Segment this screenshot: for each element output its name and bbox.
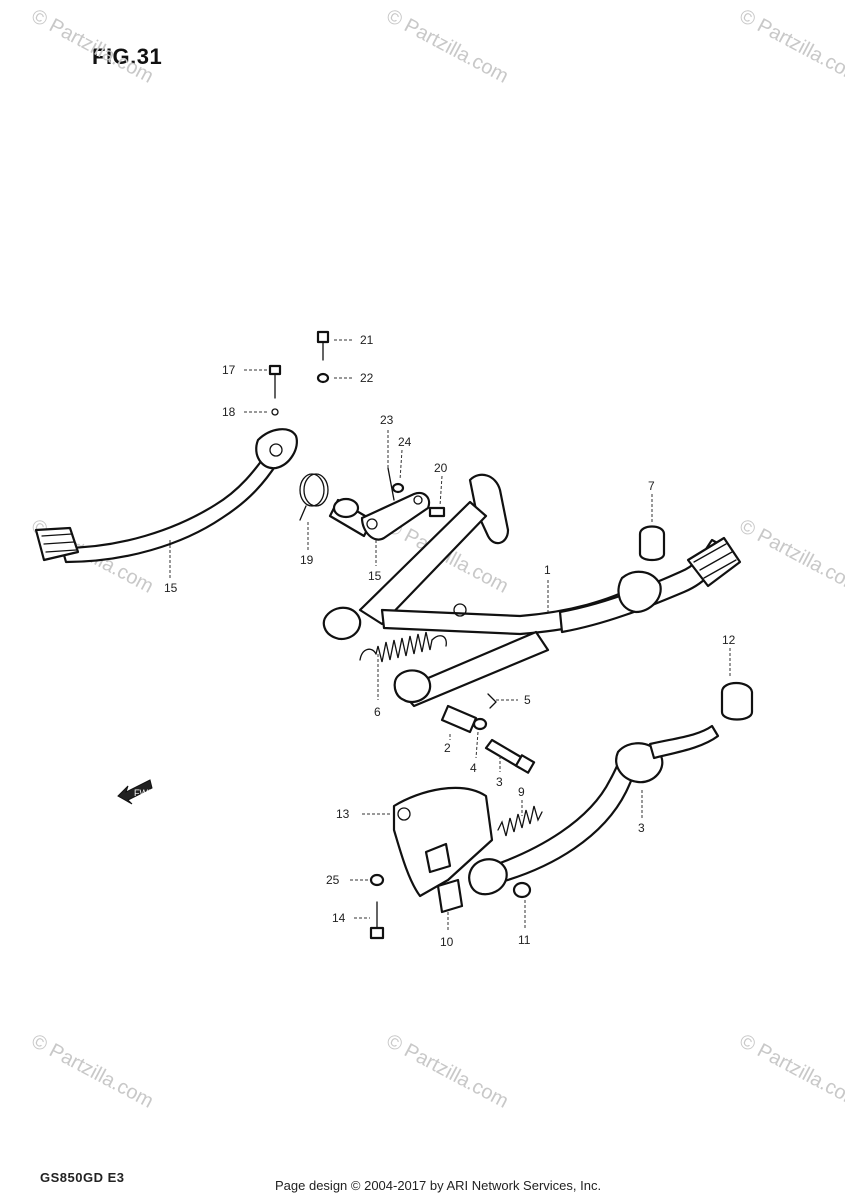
callout-17: 15 — [368, 569, 382, 583]
part-14-bolt — [369, 901, 385, 940]
fwd-arrow-icon: FWD — [117, 779, 155, 805]
callout-12: 12 — [722, 633, 736, 647]
part-13-bracket — [392, 786, 494, 914]
callout-7: 7 — [648, 479, 655, 493]
figure-title: FIG.31 — [92, 44, 163, 69]
watermark: © Partzilla.com — [28, 5, 157, 88]
callout-3: 3 — [496, 775, 503, 789]
part-15-stand-arm — [34, 428, 298, 564]
part-2-pin — [440, 693, 497, 734]
part-24-bolt — [316, 330, 330, 384]
watermark: © Partzilla.com — [28, 1030, 157, 1113]
part-15-washer — [369, 873, 385, 887]
callout-11: 11 — [518, 933, 531, 947]
callout-24: 21 — [360, 333, 374, 347]
watermark: © Partzilla.com — [736, 515, 845, 598]
part-11-nut — [512, 881, 532, 899]
callout-19: 18 — [222, 405, 236, 419]
callout-5: 5 — [524, 693, 531, 707]
part-9-spring — [497, 805, 543, 837]
leader-lines — [169, 339, 731, 932]
callout-6: 6 — [374, 705, 381, 719]
part-1-center-stand — [322, 473, 742, 708]
part-18-bolt — [268, 364, 282, 416]
watermark: © Partzilla.com — [383, 5, 512, 88]
callout-25: 22 — [360, 371, 374, 385]
callout-13: 13 — [336, 807, 350, 821]
callout-18: 17 — [222, 363, 236, 377]
callout-10: 10 — [440, 935, 454, 949]
watermark: © Partzilla.com — [383, 1030, 512, 1113]
part-20-spring — [299, 473, 329, 521]
part-3-side-stand — [468, 724, 720, 896]
callout-15-washer: 25 — [326, 873, 340, 887]
part-12-stopper — [720, 681, 754, 721]
callout-4: 4 — [470, 761, 477, 775]
part-17-pivot — [328, 467, 446, 541]
model-code: GS850GD E3 — [40, 1170, 125, 1185]
callout-9: 9 — [518, 785, 525, 799]
callout-20: 19 — [300, 553, 314, 567]
callout-2: 2 — [444, 741, 451, 755]
callouts: 21 22 17 18 23 24 20 1 7 12 15 19 15 6 5… — [164, 333, 736, 949]
callout-3-side: 3 — [638, 821, 645, 835]
fwd-label: FWD — [134, 788, 155, 798]
part-3-bolt — [484, 738, 536, 774]
callout-21: 20 — [434, 461, 448, 475]
watermark: © Partzilla.com — [736, 5, 845, 88]
callout-1: 1 — [544, 563, 551, 577]
part-7-stopper — [638, 525, 666, 562]
watermark: © Partzilla.com — [736, 1030, 845, 1113]
callout-15: 15 — [164, 581, 178, 595]
part-6-spring — [359, 631, 447, 663]
callout-23: 24 — [398, 435, 412, 449]
footer-copyright: Page design © 2004-2017 by ARI Network S… — [275, 1178, 602, 1193]
callout-22: 23 — [380, 413, 394, 427]
callout-14: 14 — [332, 911, 346, 925]
